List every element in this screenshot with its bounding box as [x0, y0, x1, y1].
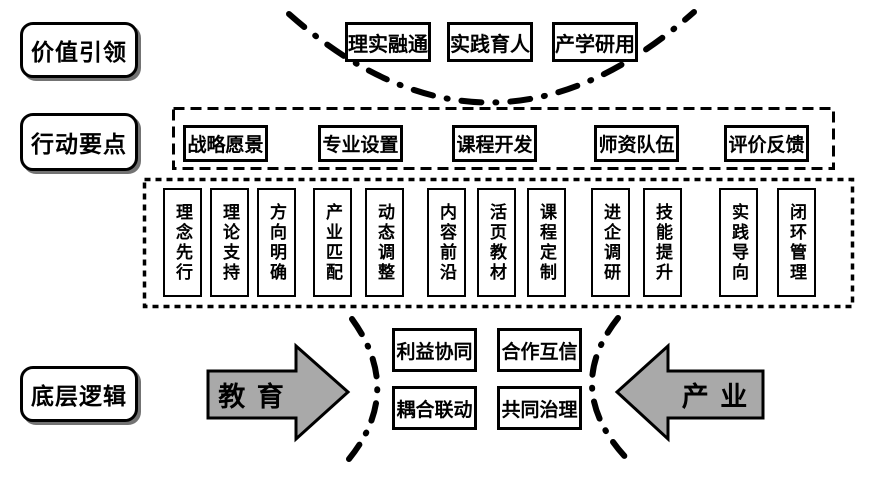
education-arrow-right-icon	[206, 342, 351, 443]
industry-arrow-label: 产 业	[681, 381, 750, 412]
detail-item-box: 进企调研	[591, 188, 630, 297]
top-concept-box: 理实融通	[345, 22, 431, 62]
detail-item-box: 产业匹配	[313, 188, 352, 297]
detail-item-box: 方向明确	[257, 188, 296, 297]
detail-item-box: 活页教材	[477, 188, 516, 297]
action-item-box: 师资队伍	[594, 125, 679, 162]
relation-box: 共同治理	[497, 386, 582, 430]
education-arrow-label: 教 育	[218, 381, 286, 412]
bottom-right-arc-dashdot	[589, 315, 632, 464]
relation-box: 合作互信	[497, 328, 582, 372]
detail-item-box: 内容前沿	[427, 188, 466, 297]
detail-item-box: 动态调整	[365, 188, 404, 297]
row-label-underlying-logic: 底层逻辑	[20, 366, 138, 422]
row-label-action-points: 行动要点	[20, 113, 138, 171]
action-item-box: 专业设置	[318, 125, 403, 162]
detail-item-box: 闭环管理	[777, 188, 816, 297]
top-concept-box: 实践育人	[447, 22, 533, 62]
action-item-box: 评价反馈	[724, 125, 809, 162]
detail-item-box: 技能提升	[643, 188, 682, 297]
action-item-box: 战略愿景	[183, 125, 268, 162]
top-concept-box: 产学研用	[552, 22, 638, 62]
detail-item-box: 理论支持	[210, 188, 249, 297]
detail-items-dotted-border	[142, 177, 855, 309]
relation-box: 耦合联动	[392, 386, 477, 430]
action-item-box: 课程开发	[452, 125, 537, 162]
bottom-left-arc-dashdot	[346, 316, 381, 462]
relation-box: 利益协同	[392, 328, 477, 372]
row-label-value-leading: 价值引领	[20, 22, 138, 78]
action-items-dashed-border	[172, 107, 835, 170]
detail-item-box: 实践导向	[719, 188, 758, 297]
detail-item-box: 理念先行	[163, 188, 202, 297]
industry-arrow-left-icon	[614, 342, 765, 443]
top-arc-dashdot	[286, 9, 697, 106]
detail-item-box: 课程定制	[527, 188, 566, 297]
